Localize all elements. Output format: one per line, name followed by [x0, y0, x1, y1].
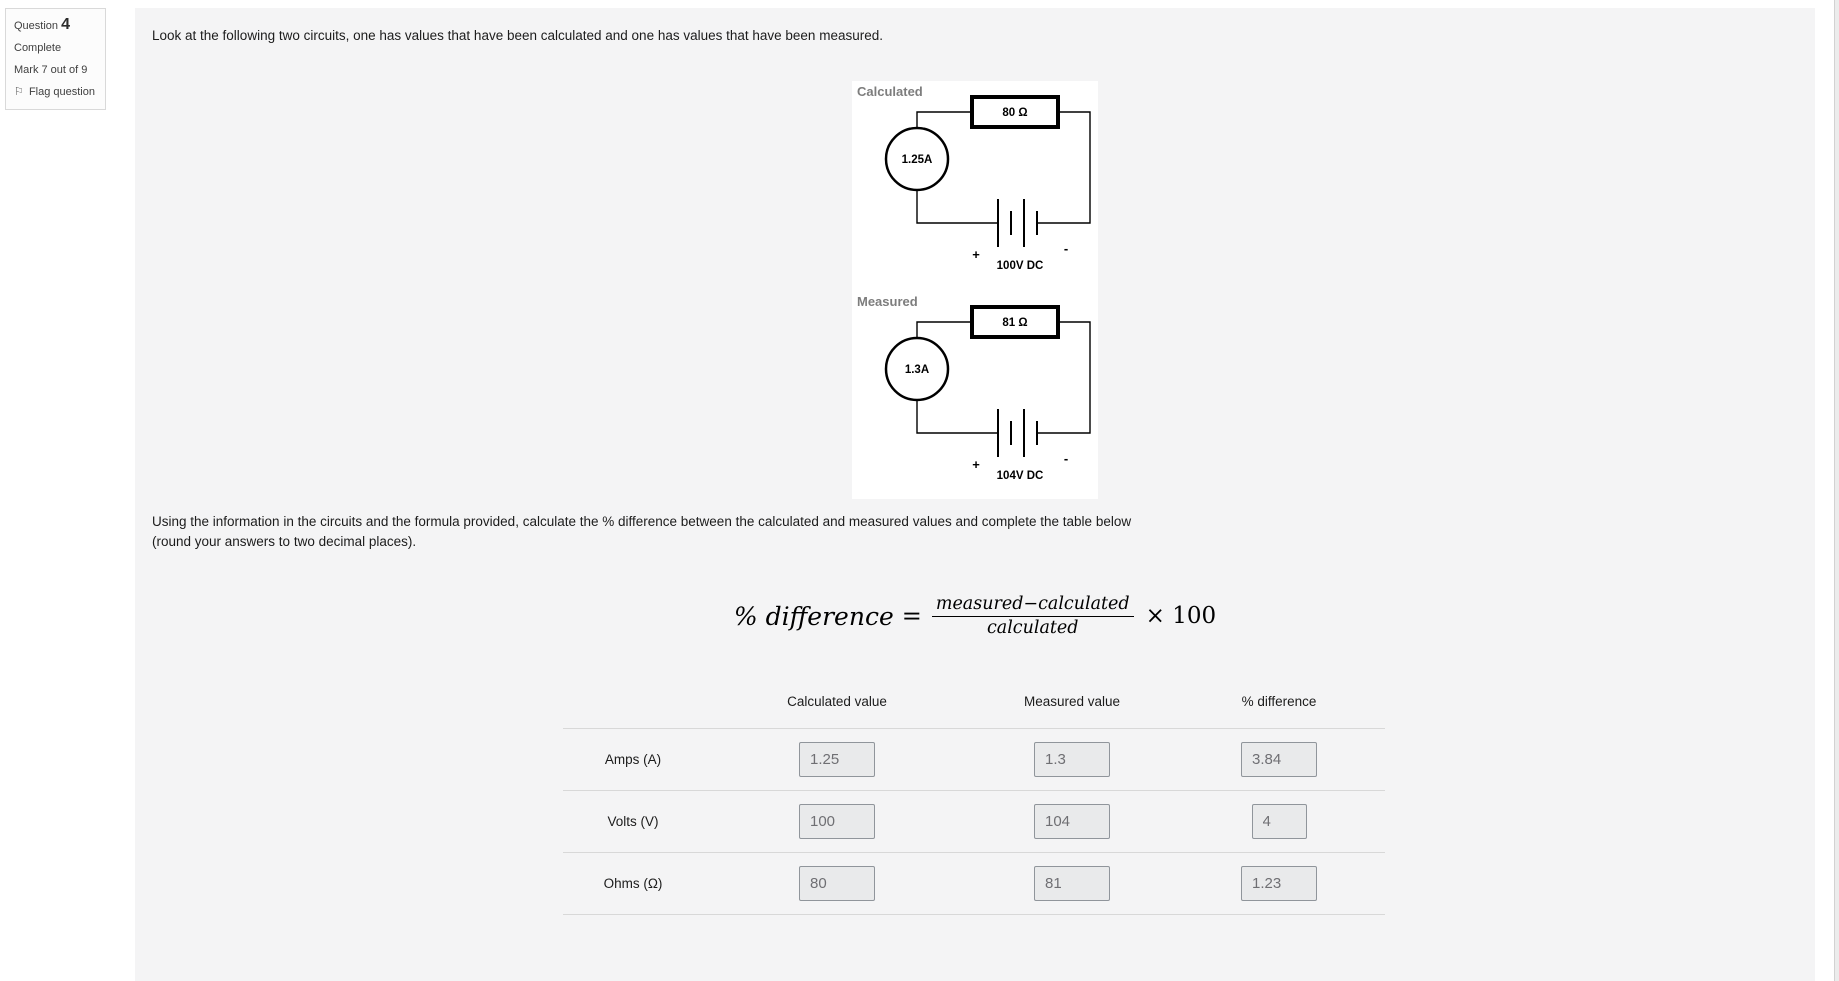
- ammeter-value: 1.3A: [905, 364, 929, 376]
- ohms-calculated-input[interactable]: [799, 866, 875, 901]
- question-instruction-text: Using the information in the circuits an…: [152, 512, 1815, 552]
- answer-table: Calculated value Measured value % differ…: [563, 689, 1385, 915]
- table-header-row: Calculated value Measured value % differ…: [563, 689, 1385, 728]
- resistor-value: 81 Ω: [1002, 317, 1027, 329]
- row-label-volts: Volts (V): [607, 814, 659, 829]
- question-label: Question: [14, 20, 59, 32]
- circuit-calculated-label: Calculated: [857, 84, 923, 99]
- row-label-ohms: Ohms (Ω): [603, 876, 663, 891]
- battery-voltage: 104V DC: [997, 470, 1044, 482]
- circuit-calculated: Calculated 80 Ω 1.25A + - 100V DC: [857, 84, 1091, 272]
- table-row-amps: Amps (A): [563, 728, 1385, 790]
- circuit-wires: [916, 111, 1091, 224]
- battery-voltage: 100V DC: [997, 260, 1044, 272]
- question-content: Look at the following two circuits, one …: [135, 8, 1815, 981]
- header-calculated-value: Calculated value: [787, 694, 887, 709]
- question-mark: Mark 7 out of 9: [14, 64, 88, 76]
- formula-equals: =: [901, 602, 922, 630]
- instruction-line-2: (round your answers to two decimal place…: [152, 534, 417, 549]
- ohms-measured-input[interactable]: [1034, 866, 1110, 901]
- table-row-ohms: Ohms (Ω): [563, 852, 1385, 914]
- percent-difference-formula: % difference = measured−calculated calcu…: [135, 594, 1815, 638]
- resistor-symbol: [970, 95, 1060, 129]
- circuit-measured: Measured 81 Ω 1.3A + - 104V DC: [857, 294, 1091, 482]
- ammeter-value: 1.25A: [902, 154, 933, 166]
- scrollbar[interactable]: [1834, 0, 1839, 981]
- formula-lhs: % difference: [733, 601, 894, 631]
- ammeter-symbol: [884, 336, 950, 402]
- battery-minus-sign: -: [1064, 241, 1068, 256]
- volts-difference-input[interactable]: [1251, 804, 1307, 839]
- amps-difference-input[interactable]: [1241, 742, 1317, 777]
- table-row-volts: Volts (V): [563, 790, 1385, 852]
- formula-times-100: × 100: [1145, 603, 1217, 629]
- resistor-value: 80 Ω: [1002, 107, 1027, 119]
- flag-question-link[interactable]: ⚐ Flag question: [14, 86, 97, 99]
- battery-plus-sign: +: [972, 457, 980, 472]
- row-label-amps: Amps (A): [604, 752, 662, 767]
- flag-question-label: Flag question: [28, 86, 95, 98]
- volts-calculated-input[interactable]: [799, 804, 875, 839]
- volts-measured-input[interactable]: [1034, 804, 1110, 839]
- header-measured-value: Measured value: [1023, 694, 1121, 709]
- battery-minus-sign: -: [1064, 451, 1068, 466]
- header-percent-difference: % difference: [1241, 694, 1317, 709]
- amps-measured-input[interactable]: [1034, 742, 1110, 777]
- amps-calculated-input[interactable]: [799, 742, 875, 777]
- formula-denominator: calculated: [986, 618, 1079, 638]
- flag-icon: ⚐: [14, 86, 24, 98]
- question-number: 4: [61, 16, 70, 33]
- question-intro-text: Look at the following two circuits, one …: [152, 28, 883, 43]
- question-number-line: Question 4: [14, 16, 97, 33]
- question-info-box: Question 4 Complete Mark 7 out of 9 ⚐ Fl…: [5, 8, 106, 110]
- ammeter-symbol: [884, 126, 950, 192]
- instruction-line-1: Using the information in the circuits an…: [152, 514, 1132, 529]
- battery-plus-sign: +: [972, 247, 980, 262]
- circuit-diagram-panel: Calculated 80 Ω 1.25A + - 100V DC Measur…: [852, 81, 1098, 499]
- circuit-measured-label: Measured: [857, 294, 918, 309]
- resistor-symbol: [970, 305, 1060, 339]
- formula-numerator: measured−calculated: [931, 594, 1134, 617]
- ohms-difference-input[interactable]: [1241, 866, 1317, 901]
- question-status: Complete: [14, 42, 62, 54]
- formula-fraction: measured−calculated calculated: [931, 594, 1134, 638]
- circuit-wires: [916, 321, 1091, 434]
